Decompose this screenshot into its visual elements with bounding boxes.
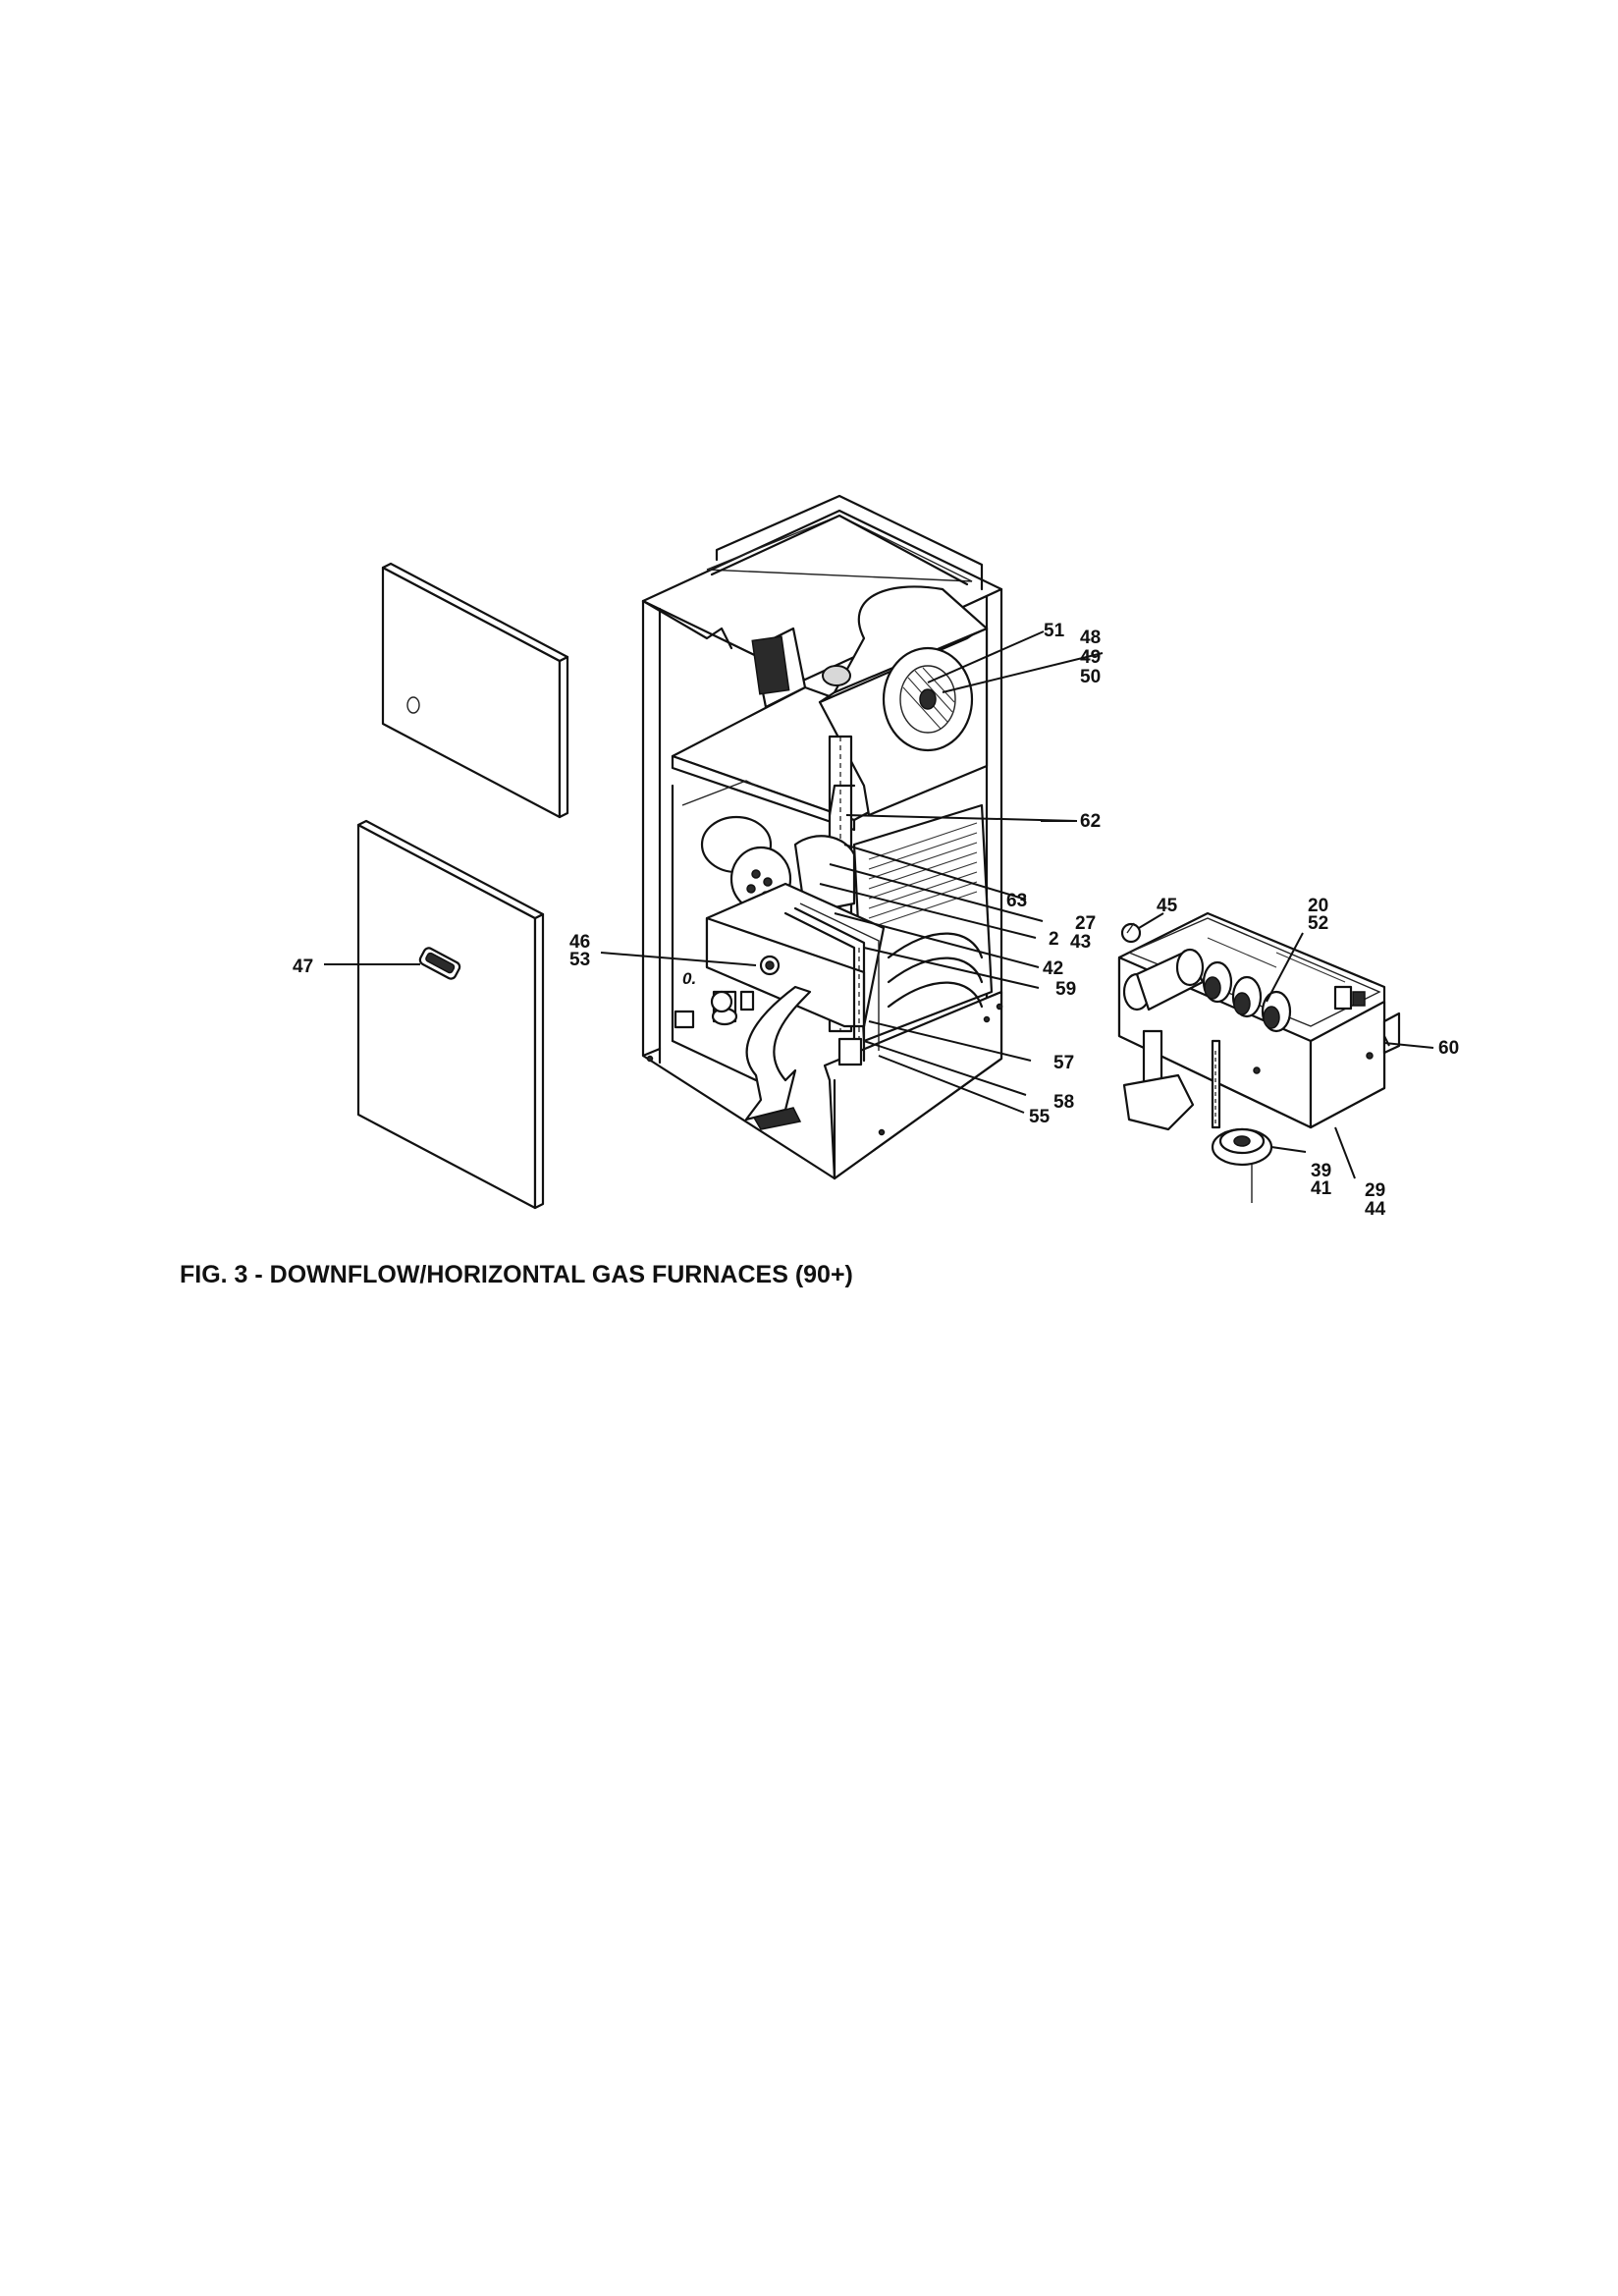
callout-52: 52 (1308, 913, 1328, 934)
callout-27: 27 (1075, 913, 1096, 934)
burner-assembly-exploded (1117, 911, 1401, 1203)
svg-text:0.: 0. (682, 969, 696, 988)
callout-49: 49 (1080, 647, 1101, 668)
airflow-arrow-icon (744, 985, 812, 1130)
callout-60: 60 (1438, 1038, 1459, 1059)
callout-59: 59 (1055, 979, 1076, 1000)
furnace-cabinet: 0. (641, 494, 1003, 1180)
lower-door-panel (356, 819, 545, 1210)
callout-50: 50 (1080, 667, 1101, 687)
callout-63: 63 (1006, 891, 1027, 911)
leader-lines (324, 630, 1390, 1179)
callout-42: 42 (1043, 958, 1063, 979)
figure-caption: FIG. 3 - DOWNFLOW/HORIZONTAL GAS FURNACE… (180, 1261, 853, 1288)
callout-62: 62 (1080, 811, 1101, 832)
callout-41: 41 (1311, 1178, 1332, 1199)
callout-45: 45 (1157, 896, 1178, 916)
callout-2: 2 (1049, 929, 1059, 950)
door-handle-icon (418, 947, 461, 980)
callout-43: 43 (1070, 932, 1091, 953)
callout-44: 44 (1365, 1199, 1386, 1220)
callout-20: 20 (1308, 896, 1328, 916)
callout-39: 39 (1311, 1161, 1331, 1181)
callout-29: 29 (1365, 1180, 1385, 1201)
callout-48: 48 (1080, 628, 1101, 648)
callout-46: 46 (569, 932, 590, 953)
callout-58: 58 (1053, 1092, 1074, 1113)
callout-51: 51 (1044, 621, 1065, 641)
burner-box: 0. (674, 882, 886, 1029)
callout-53: 53 (569, 950, 590, 970)
upper-door-panel (381, 562, 569, 819)
callout-labels: 51 48 49 50 62 63 27 2 43 42 59 46 53 47… (293, 621, 1459, 1220)
callout-55: 55 (1029, 1107, 1051, 1127)
callout-57: 57 (1053, 1053, 1074, 1073)
manifold-tubes (783, 902, 880, 1066)
callout-47: 47 (293, 957, 313, 977)
